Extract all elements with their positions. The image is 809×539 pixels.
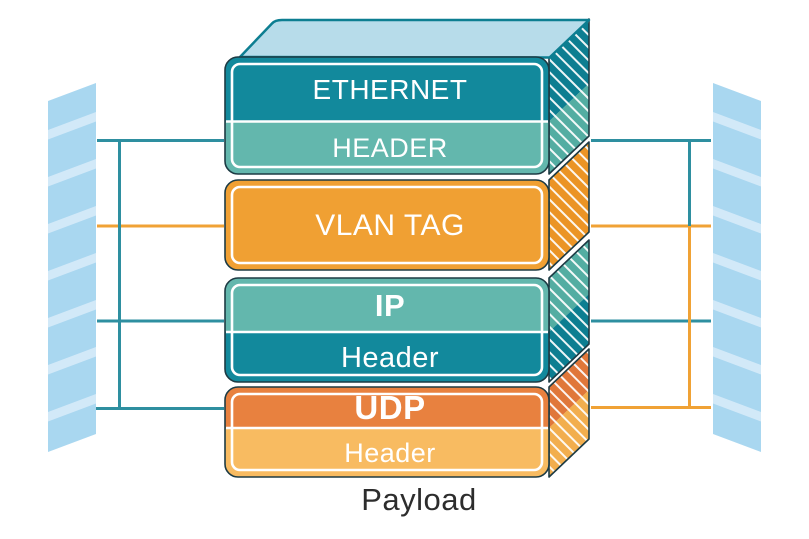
side-face-hatch <box>549 19 589 174</box>
wall-stripe <box>713 347 761 375</box>
wall-stripe <box>48 159 96 187</box>
box-outline <box>224 56 550 175</box>
wall-stripe <box>48 253 96 281</box>
band-ethernet-header <box>225 121 549 174</box>
band-label-ip: IP <box>375 288 405 323</box>
wall-stripe <box>48 206 96 234</box>
inner-border <box>230 185 544 265</box>
side-face-hatch <box>549 240 589 382</box>
layer-box-ethernet: ETHERNET HEADER <box>224 18 591 175</box>
inner-border <box>230 62 544 169</box>
band-ethernet <box>225 57 549 122</box>
wall-stripe <box>713 159 761 187</box>
top-face <box>238 18 591 59</box>
left-wall <box>48 83 96 452</box>
right-wall <box>713 83 761 452</box>
connector-lines-left <box>95 139 224 410</box>
side-face-hatch <box>549 349 589 477</box>
layer-box-ip: IP Header <box>224 239 590 383</box>
inner-border <box>230 283 544 377</box>
box-outline <box>224 179 550 271</box>
connector-lines-right <box>591 139 711 409</box>
wall-stripe <box>713 394 761 422</box>
band-label-udp: UDP <box>354 389 425 426</box>
box-outline <box>224 386 550 478</box>
band-label-ethernet-header: HEADER <box>332 133 448 163</box>
side-face-hatch <box>549 142 589 270</box>
inner-border <box>230 392 544 472</box>
band-label-ethernet: ETHERNET <box>313 74 468 105</box>
payload-label: Payload <box>361 482 477 517</box>
wall-stripe <box>48 300 96 328</box>
wall-stripe <box>48 347 96 375</box>
band-label-vlan: VLAN TAG <box>315 209 465 242</box>
wall-stripe <box>713 253 761 281</box>
band-label-ip-header: Header <box>341 342 439 374</box>
band-ip-header <box>225 332 549 382</box>
wall-stripe <box>713 206 761 234</box>
band-label-udp-header: Header <box>344 438 436 468</box>
wall-stripe <box>713 112 761 140</box>
wall-stripe <box>48 112 96 140</box>
box-outline <box>224 277 550 383</box>
layer-box-udp: UDP Header <box>224 348 590 478</box>
band-vlan <box>225 180 549 270</box>
layer-box-vlan: VLAN TAG <box>224 141 590 271</box>
wall-stripe <box>713 300 761 328</box>
wall-stripe <box>48 394 96 422</box>
band-ip <box>225 278 549 332</box>
